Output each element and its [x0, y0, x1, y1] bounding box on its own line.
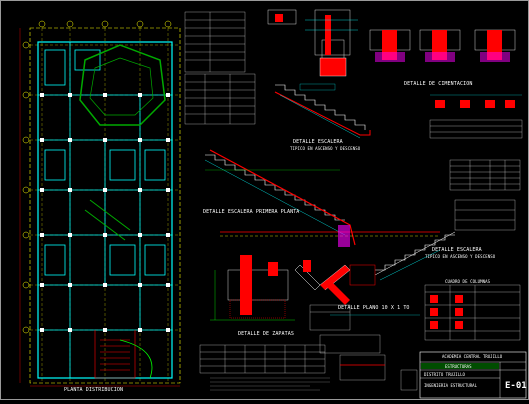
title-block-line-1: ACADEMIA CENTRAL TRUJILLO	[442, 354, 503, 359]
stair-detail-upper	[274, 83, 371, 139]
foundation-section-1	[369, 29, 411, 62]
footing-detail-title: DETALLE DE ZAPATAS	[238, 331, 294, 337]
foundation-section-3	[474, 29, 516, 62]
stair-detail-right	[349, 231, 456, 286]
sheet-number: E-01	[505, 381, 527, 391]
stair-detail-right-subtitle: TIPICO EN ASCENSO Y DESCENSO	[425, 254, 496, 259]
stair-detail-upper-subtitle: TIPICO EN ASCENSO Y DESCENSO	[290, 146, 361, 151]
foundation-section-2	[419, 29, 461, 62]
column-details	[294, 260, 420, 354]
footing-detail	[210, 255, 295, 321]
columns-table	[199, 344, 326, 374]
slab-section	[339, 354, 386, 381]
foundation-details	[267, 9, 516, 77]
legend-table	[184, 11, 256, 125]
column-schedule	[424, 284, 521, 341]
title-block-line-4: INGENIERIA ESTRUCTURAL	[424, 383, 477, 388]
slab-detail-title: DETALLE PLANO 10 X 1 TO	[338, 305, 410, 311]
stair-detail-first-floor-title: DETALLE ESCALERA PRIMERA PLANTA	[203, 209, 300, 215]
foundations-detail-title: DETALLE DE CIMENTACION	[404, 81, 473, 87]
floor-plan	[19, 20, 181, 387]
stair-detail-right-title: DETALLE ESCALERA	[432, 247, 482, 253]
title-block-line-2: ESTRUCTURAS	[445, 364, 472, 369]
stair-detail-upper-title: DETALLE ESCALERA	[293, 139, 343, 145]
stair-detail-first-floor	[204, 149, 440, 247]
general-notes	[210, 377, 330, 391]
rebar-table	[429, 119, 523, 231]
columns-table-title: CUADRO DE COLUMNAS	[445, 279, 491, 284]
floor-plan-title: PLANTA DISTRIBUCION	[64, 387, 124, 393]
small-details-right	[430, 94, 522, 108]
title-block-frame	[400, 351, 527, 399]
title-block-line-3: DISTRITO TRUJILLO	[424, 372, 465, 377]
